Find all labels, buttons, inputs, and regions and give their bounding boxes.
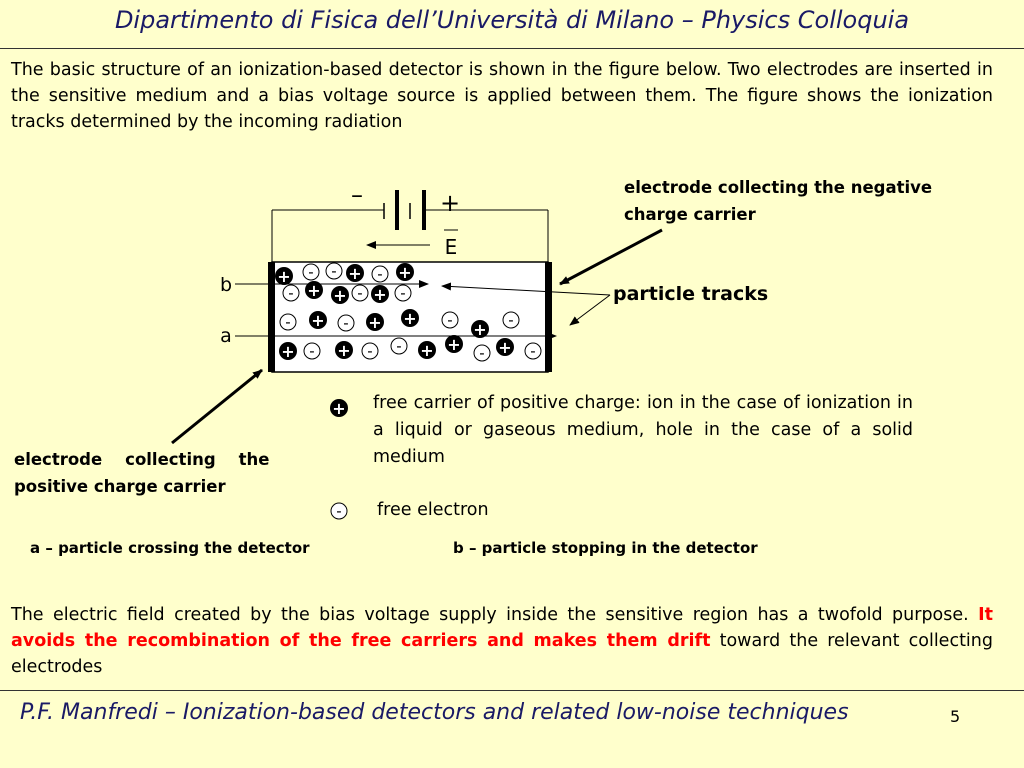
free-electron: - [282, 284, 300, 302]
svg-text:+: + [348, 264, 361, 283]
negative-electrode-pointer [559, 228, 663, 286]
free-electron: - [325, 262, 343, 280]
svg-text:-: - [357, 284, 362, 302]
svg-text:+: + [398, 263, 411, 282]
free-electron: - [337, 314, 355, 332]
positive-carrier: + [335, 341, 353, 360]
track-b-label: b [220, 274, 232, 296]
positive-collecting-electrode [268, 262, 275, 372]
svg-text:+: + [403, 309, 416, 328]
track-a-label: a [220, 325, 232, 347]
svg-text:+: + [337, 341, 350, 360]
positive-carrier: + [471, 320, 489, 339]
tracks-pointer-b [441, 282, 611, 296]
svg-text:+: + [277, 267, 290, 286]
svg-text:+: + [473, 320, 486, 339]
svg-text:-: - [479, 344, 484, 362]
svg-text:-: - [288, 284, 293, 302]
positive-carrier: + [496, 338, 514, 357]
free-electron: - [524, 342, 542, 360]
free-electron: - [502, 311, 520, 329]
positive-carrier: + [331, 286, 349, 305]
svg-text:-: - [343, 314, 348, 332]
free-electron: - [390, 337, 408, 355]
positive-electrode-label-line2: positive charge carrier [14, 477, 226, 496]
conclusion-text-end: toward the relevant collecting electrode… [11, 631, 993, 677]
page-number: 5 [950, 707, 961, 726]
svg-text:-: - [336, 502, 341, 520]
svg-text:+: + [281, 342, 294, 361]
caption-a: a – particle crossing the detector [30, 539, 310, 557]
conclusion-highlight: It avoids the recombination of the free … [11, 605, 993, 651]
svg-text:-: - [331, 262, 336, 280]
free-electron: - [361, 342, 379, 360]
field-label: E [445, 235, 458, 259]
particle-tracks-label: particle tracks [613, 283, 769, 305]
svg-text:-: - [367, 342, 372, 360]
positive-carrier: + [396, 263, 414, 282]
positive-electrode-pointer [171, 368, 263, 445]
positive-carrier: + [445, 335, 463, 354]
svg-text:+: + [307, 281, 320, 300]
bias-voltage-source [383, 190, 426, 230]
positive-carrier: + [346, 264, 364, 283]
svg-text:+: + [333, 286, 346, 305]
free-electron: - [441, 311, 459, 329]
svg-text:-: - [396, 337, 401, 355]
svg-text:-: - [377, 265, 382, 283]
svg-text:+: + [447, 335, 460, 354]
negative-electrode-label: electrode collecting the negative charge… [624, 178, 933, 224]
free-electrons: - - - - - - - - - - - - - - - [279, 262, 542, 362]
battery-minus-label: – [351, 181, 363, 209]
svg-text:-: - [447, 311, 452, 329]
tracks-pointer-a [569, 294, 611, 326]
svg-text:+: + [420, 341, 433, 360]
positive-carrier: + [305, 281, 323, 300]
battery-plus-label: + [440, 189, 460, 217]
positive-electrode-label-line1: electrode collecting the [14, 450, 270, 469]
positive-carrier: + [371, 285, 389, 304]
free-electron: - [279, 313, 297, 331]
footer-title: P.F. Manfredi – Ionization-based detecto… [20, 700, 849, 725]
svg-text:+: + [311, 311, 324, 330]
footer-divider [0, 690, 1024, 691]
negative-collecting-electrode [545, 262, 552, 372]
free-electron: - [473, 344, 491, 362]
legend-positive-text: free carrier of positive charge: ion in … [373, 393, 913, 467]
legend-positive-symbol: + [330, 399, 348, 418]
intro-paragraph: The basic structure of an ionization-bas… [11, 60, 993, 132]
free-electron: - [303, 342, 321, 360]
svg-text:+: + [332, 399, 345, 418]
positive-carrier: + [366, 313, 384, 332]
free-electron: - [351, 284, 369, 302]
bias-circuit [271, 209, 549, 262]
svg-text:-: - [508, 311, 513, 329]
conclusion-paragraph: The electric field created by the bias v… [11, 602, 993, 680]
positive-carrier: + [275, 267, 293, 286]
legend-electron-symbol: - [330, 502, 348, 520]
positive-carrier: + [279, 342, 297, 361]
svg-text:+: + [368, 313, 381, 332]
svg-text:-: - [309, 342, 314, 360]
positive-carriers: + + + + + + + + + + + + + + + [275, 263, 514, 361]
svg-text:-: - [400, 284, 405, 302]
page-title: Dipartimento di Fisica dell’Università d… [114, 6, 910, 34]
free-electron: - [394, 284, 412, 302]
positive-carrier: + [418, 341, 436, 360]
free-electron: - [371, 265, 389, 283]
caption-b: b – particle stopping in the detector [453, 539, 758, 557]
svg-text:-: - [308, 263, 313, 281]
svg-text:-: - [285, 313, 290, 331]
positive-carrier: + [309, 311, 327, 330]
legend-electron-text: free electron [377, 500, 489, 520]
svg-text:-: - [530, 342, 535, 360]
conclusion-text-start: The electric field created by the bias v… [11, 605, 979, 625]
positive-carrier: + [401, 309, 419, 328]
free-electron: - [302, 263, 320, 281]
header-divider [0, 48, 1024, 49]
svg-text:+: + [373, 285, 386, 304]
svg-text:+: + [498, 338, 511, 357]
